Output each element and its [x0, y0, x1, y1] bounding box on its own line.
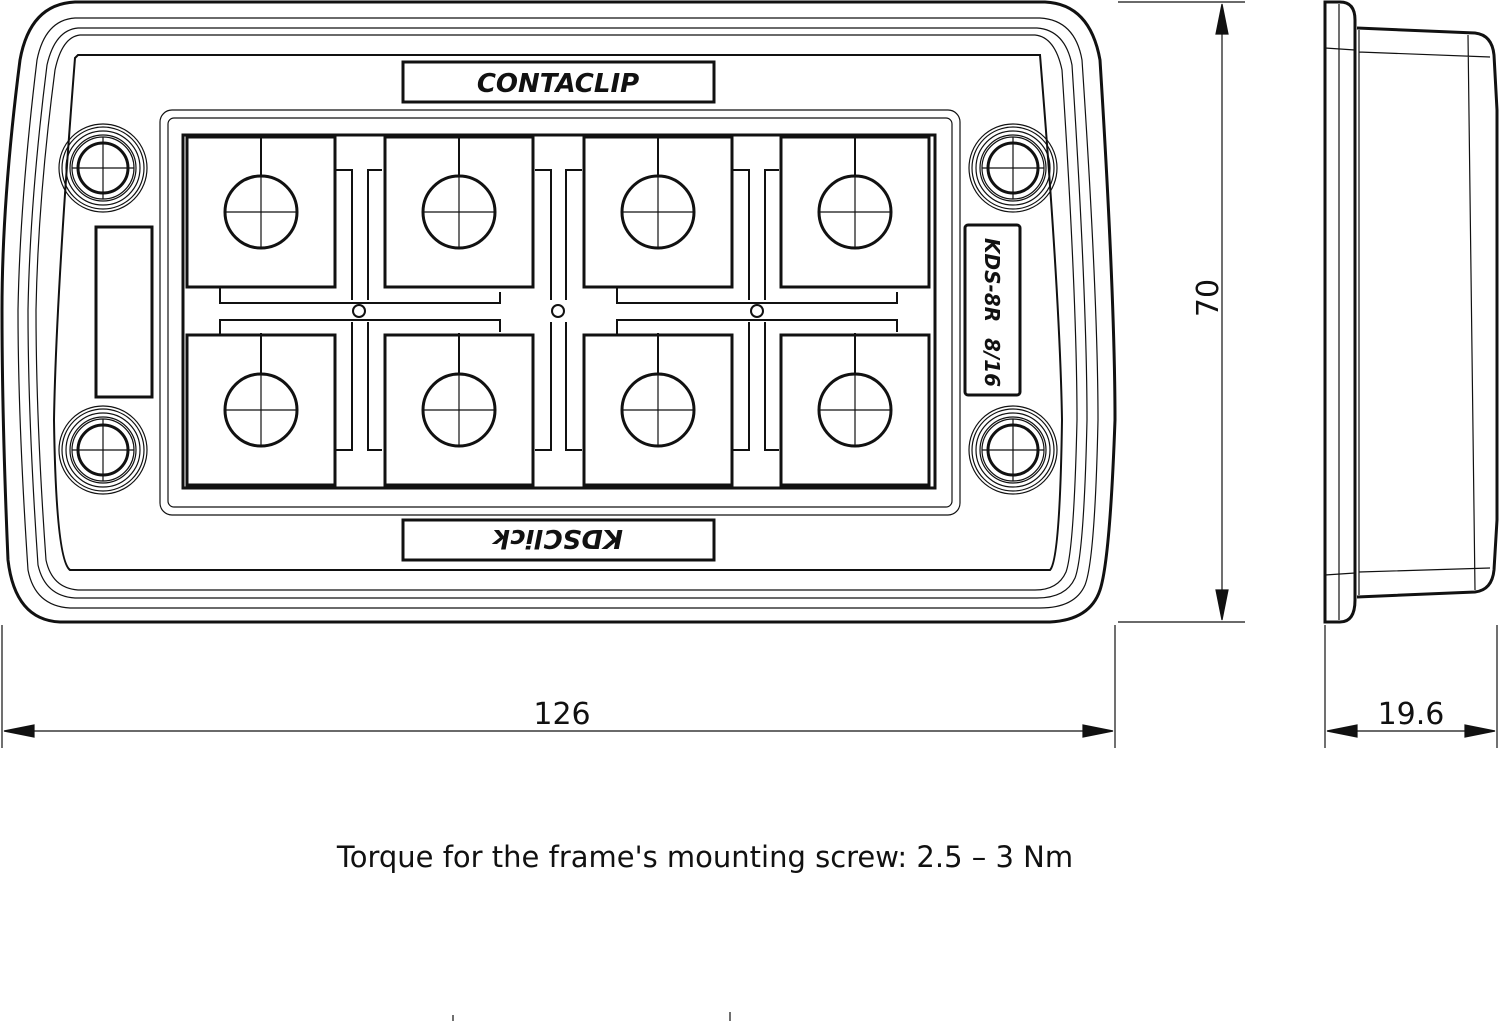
terminal-block [582, 135, 734, 289]
terminal-block [383, 333, 535, 487]
terminal-area [181, 133, 937, 490]
product-plate [401, 518, 716, 562]
frame-face [52, 54, 1064, 571]
screw-icon [58, 405, 148, 495]
window-inner [167, 117, 953, 508]
range-text: 8/16 [980, 338, 1004, 387]
front-view: CONTACLIP KDSClick KDS-8R 8/16 [0, 0, 1117, 624]
terminal-blocks [185, 135, 931, 487]
mounting-screws [58, 123, 1058, 495]
frame-edge [35, 34, 1078, 591]
side-view [1323, 0, 1499, 624]
terminal-block [779, 333, 931, 487]
width-dimension: 126 [533, 697, 590, 732]
height-dimension: 70 [1191, 279, 1226, 317]
model-text: KDS-8R [980, 238, 1004, 322]
terminal-block [185, 333, 337, 487]
screw-icon [58, 123, 148, 213]
channels [219, 169, 898, 451]
outer-frame [0, 0, 1117, 624]
terminal-block [185, 135, 337, 289]
torque-caption: Torque for the frame's mounting screw: 2… [336, 840, 1074, 874]
terminal-block [779, 135, 931, 289]
model-plate [963, 223, 1022, 397]
product-logo: KDSClick [491, 523, 623, 553]
screw-icon [968, 123, 1058, 213]
terminal-block [582, 333, 734, 487]
depth-dimension: 19.6 [1378, 697, 1445, 732]
frame-edge [17, 17, 1099, 609]
frame-edge [27, 27, 1088, 599]
blank-label-plate [94, 225, 154, 399]
screw-icon [968, 405, 1058, 495]
terminal-block [383, 135, 535, 289]
brand-logo: CONTACLIP [477, 69, 639, 99]
window-outline [159, 109, 961, 516]
brand-plate [401, 60, 716, 104]
